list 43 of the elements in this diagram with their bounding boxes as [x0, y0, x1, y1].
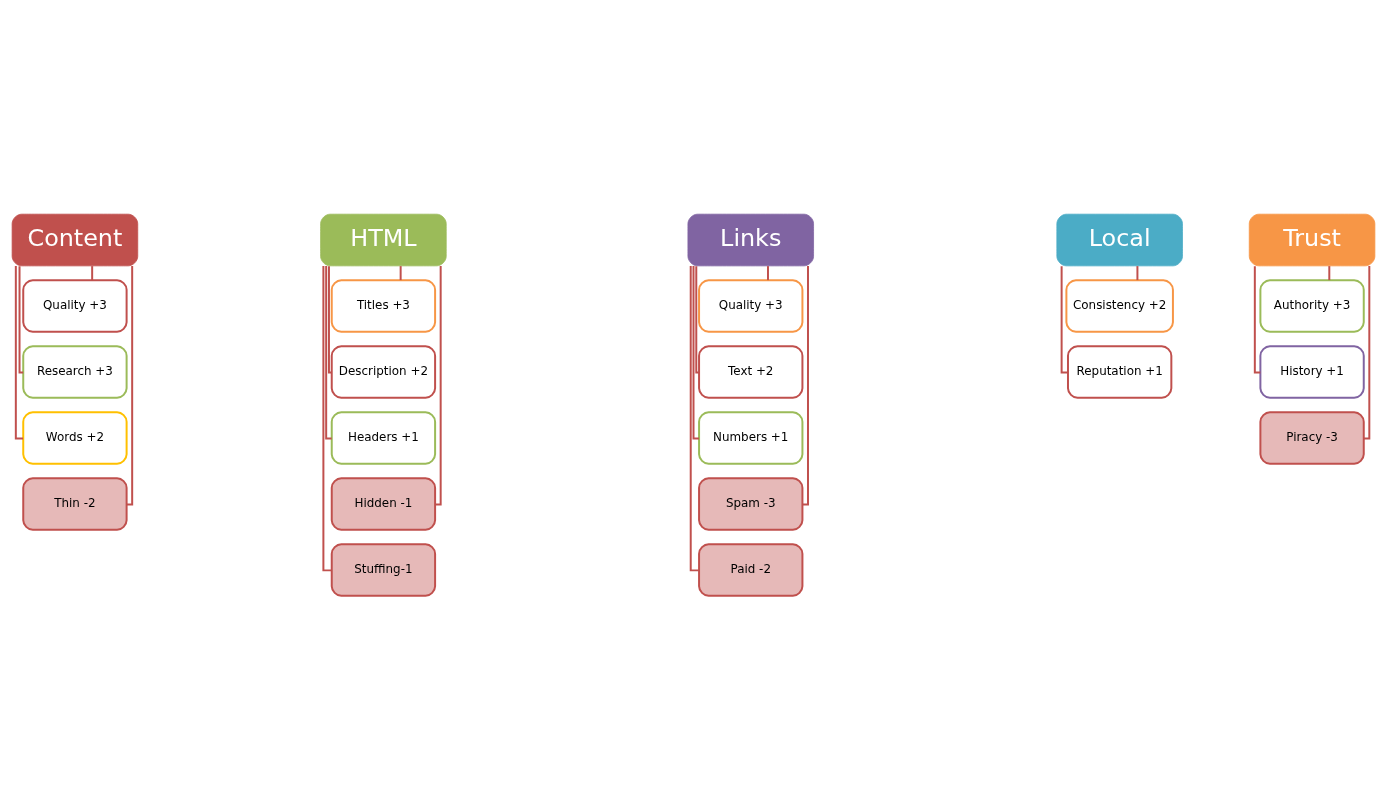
- node-box: Content: [11, 213, 139, 266]
- node-box: Local: [1056, 213, 1183, 266]
- node-box: Text +2: [698, 344, 804, 399]
- connector: [91, 264, 94, 281]
- node-box: Consistency +2: [1065, 278, 1174, 333]
- node-box: Trust: [1248, 213, 1376, 266]
- connector: [801, 264, 809, 505]
- node-box: Authority +3: [1259, 278, 1365, 333]
- node-box: Hidden -1: [330, 476, 437, 531]
- node-box: Quality +3: [698, 278, 804, 333]
- node-box: Research +3: [22, 344, 128, 399]
- connector: [125, 264, 134, 505]
- connector: [1253, 264, 1262, 373]
- connector: [327, 264, 333, 373]
- node-box: Spam -3: [698, 476, 804, 531]
- node-box: History +1: [1259, 344, 1365, 399]
- node-box: Quality +3: [22, 278, 128, 333]
- connector: [322, 264, 333, 571]
- node-box: Stuffing-1: [330, 542, 437, 597]
- connector: [1060, 264, 1069, 373]
- connector: [767, 264, 769, 281]
- node-box: Thin -2: [22, 476, 128, 531]
- node-box: Paid -2: [698, 542, 804, 597]
- connector: [14, 264, 25, 439]
- connector: [695, 264, 700, 373]
- node-box: Numbers +1: [698, 410, 804, 465]
- connector: [689, 264, 701, 571]
- connector: [1136, 264, 1139, 281]
- node-box: Piracy -3: [1259, 410, 1365, 465]
- node-box: Words +2: [22, 410, 128, 465]
- connector: [692, 264, 700, 439]
- node-box: Description +2: [330, 344, 437, 399]
- connector: [434, 264, 442, 505]
- connector: [1362, 264, 1371, 439]
- connector: [18, 264, 25, 373]
- connector: [1328, 264, 1331, 281]
- node-box: Headers +1: [330, 410, 437, 465]
- node-box: Reputation +1: [1067, 344, 1173, 399]
- node-box: Titles +3: [330, 278, 437, 333]
- connector: [325, 264, 333, 439]
- node-box: Links: [687, 213, 814, 266]
- node-box: HTML: [320, 213, 447, 266]
- connector: [399, 264, 402, 281]
